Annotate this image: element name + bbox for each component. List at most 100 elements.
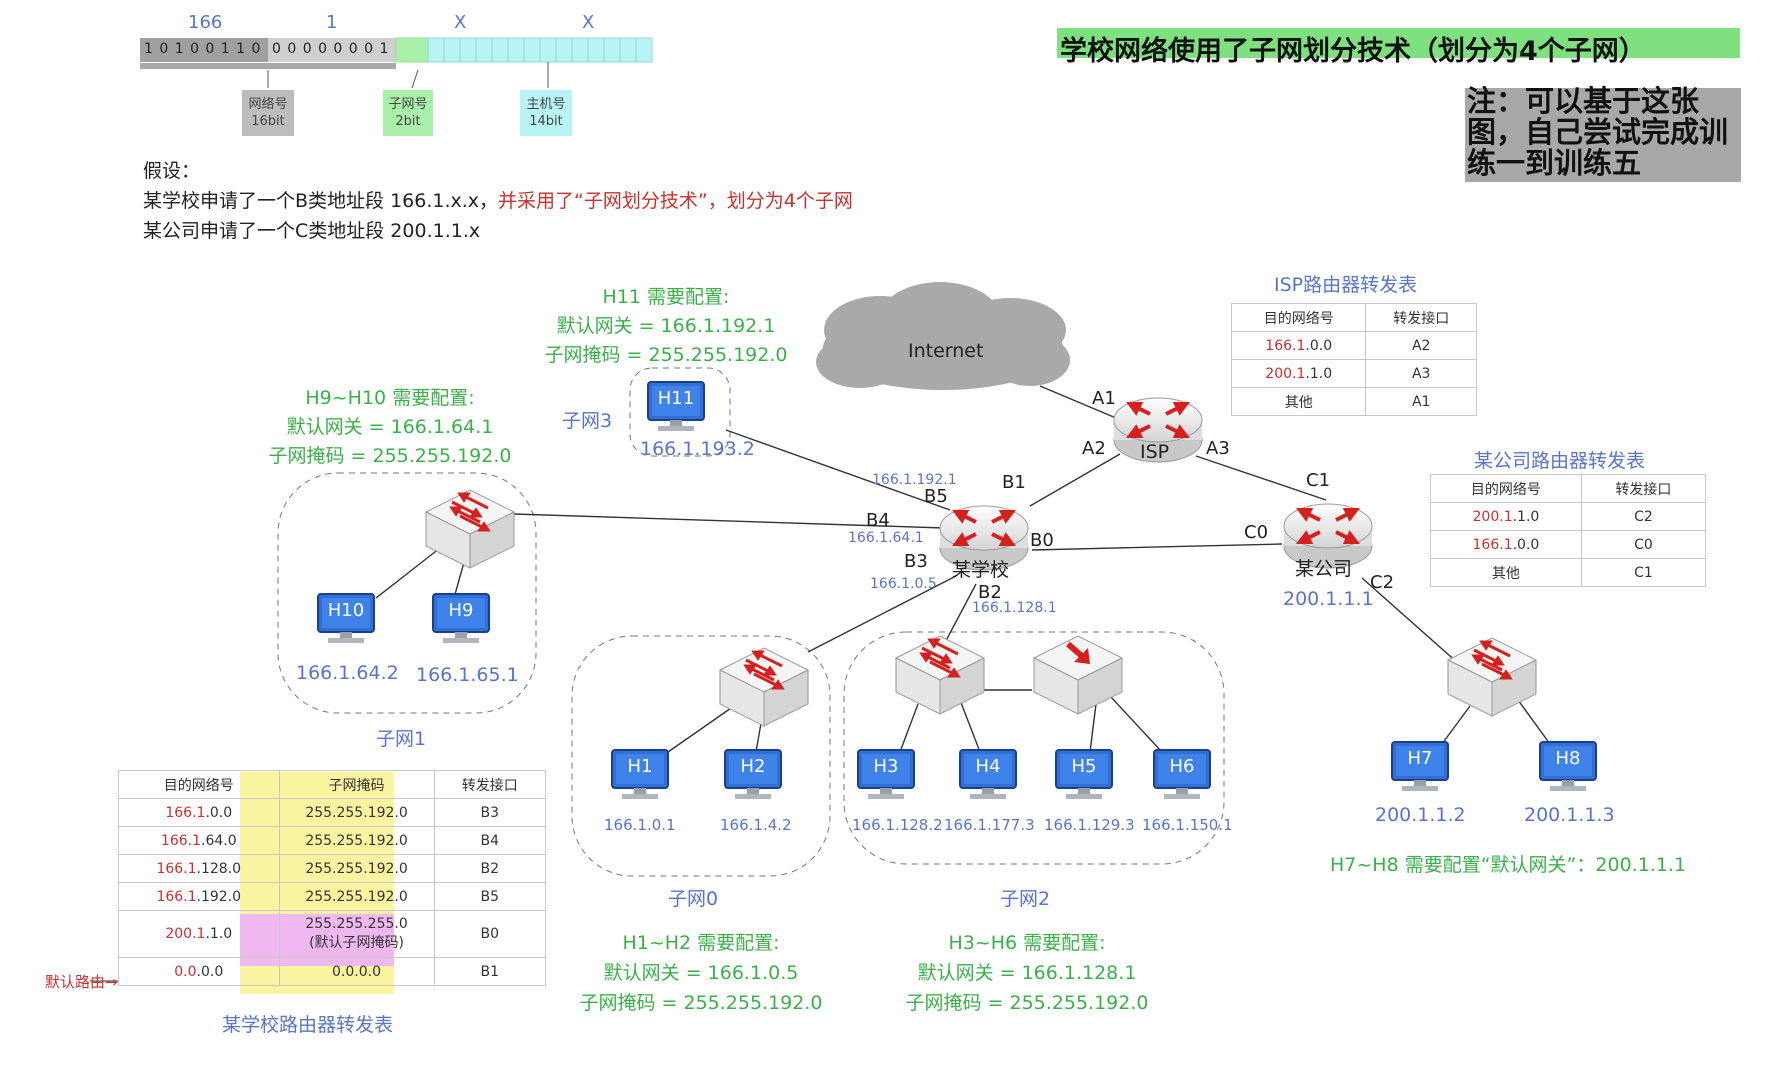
h1-config-gateway: 默认网关 = 166.1.0.5 <box>603 962 799 984</box>
net-suffix: .1.0 <box>205 926 233 942</box>
link-company-subnet <box>1361 577 1469 673</box>
host-ip-h3: 166.1.128.2 <box>852 816 943 834</box>
school-table-cell: 166.1.128.0 <box>118 854 280 883</box>
isp_table-cell: 200.1.1.0 <box>1230 359 1367 388</box>
isp_table-header-row: 目的网络号转发接口 <box>1230 303 1477 332</box>
host-bits-block <box>427 37 653 63</box>
table-row: 200.1.1.0 C2 <box>1430 502 1707 531</box>
note-text: 注：可以基于这张图，自己尝试完成训练一到训练五 <box>1467 84 1729 180</box>
h9-config-title: H9~H10 需要配置: <box>305 387 475 409</box>
net-suffix: .1.0 <box>1512 508 1540 525</box>
link-sw0-h1 <box>667 705 735 753</box>
link-sw2a-h3 <box>899 703 919 753</box>
host-bit-cell <box>523 37 541 63</box>
link-sw2a-h4 <box>959 699 981 753</box>
network-label: 网络号 <box>248 97 288 112</box>
link-sw2b-h6 <box>1109 695 1163 753</box>
host-name-h5: H5 <box>1071 756 1097 777</box>
company_table-cell: C0 <box>1580 530 1707 559</box>
h1-config-note: H1~H2 需要配置: 默认网关 = 166.1.0.5 子网掩码 = 255.… <box>560 928 842 1018</box>
h9-config-note: H9~H10 需要配置: 默认网关 = 166.1.64.1 子网掩码 = 25… <box>244 384 536 471</box>
net-prefix: 200.1 <box>1265 365 1306 382</box>
host-ip-h10: 166.1.64.2 <box>296 662 399 684</box>
port-b2: B2 <box>978 582 1002 603</box>
host-name-h8: H8 <box>1555 748 1581 769</box>
bits-label-166: 166 <box>188 12 223 33</box>
subnet0-label: 子网0 <box>668 888 719 910</box>
assumption-line2: 某公司申请了一个C类地址段 200.1.1.x <box>143 220 481 242</box>
port-a2: A2 <box>1082 438 1106 459</box>
isp_table-cell: 其他 <box>1230 387 1367 416</box>
host-name-h4: H4 <box>975 756 1001 777</box>
link-sw1-h10 <box>375 547 441 599</box>
school-table-cell: 255.255.192.0 <box>278 798 435 827</box>
company_table-cell: C2 <box>1580 502 1707 531</box>
school-table-header-row: 目的网络号子网掩码转发接口 <box>118 770 547 799</box>
assumption-heading: 假设： <box>143 160 201 182</box>
company-switch-icon <box>1446 636 1538 718</box>
host-bit-cell <box>571 37 589 63</box>
company_table-cell: 166.1.0.0 <box>1430 530 1582 559</box>
host-bit-cell <box>427 37 445 63</box>
school-router-label: 某学校 <box>952 559 1010 581</box>
school-table-cell: B2 <box>433 854 547 883</box>
network-bits-text-1: 1 0 1 0 0 1 1 0 <box>144 41 262 57</box>
host-ip-h4: 166.1.177.3 <box>944 816 1035 834</box>
isp_table-cell: A2 <box>1365 331 1477 360</box>
port-ip-b5: 166.1.192.1 <box>872 472 957 488</box>
link-subnet0-school <box>807 575 957 653</box>
net-prefix: 166.1 <box>156 860 197 877</box>
h1-config-title: H1~H2 需要配置: <box>622 932 780 954</box>
host-bit-cell <box>555 37 573 63</box>
school-table-cell: B3 <box>433 798 547 827</box>
school-table-cell: B5 <box>433 882 547 911</box>
link-swc-h8 <box>1517 699 1551 745</box>
subnet2-boundary <box>843 631 1225 865</box>
subnet-pointer <box>411 69 419 89</box>
school-table-cell: 166.1.192.0 <box>118 882 280 911</box>
isp_table-cell: A1 <box>1365 387 1477 416</box>
title-background <box>1057 28 1740 58</box>
host-bit-cell <box>491 37 509 63</box>
company_table-cell: 其他 <box>1430 558 1582 587</box>
link-sw2b-h5 <box>1089 703 1097 753</box>
port-ip-b4: 166.1.64.1 <box>848 530 924 546</box>
school-table-cell: B4 <box>433 826 547 855</box>
host-bit-cell <box>539 37 557 63</box>
school-table-cell: 166.1.0.0 <box>118 798 280 827</box>
host-name-h10: H10 <box>327 600 365 621</box>
company_table-header-cell: 转发接口 <box>1580 474 1707 503</box>
h3-config-gateway: 默认网关 = 166.1.128.1 <box>917 962 1137 984</box>
default-route-label: 默认路由→ <box>45 973 118 991</box>
bits-label-1: 1 <box>326 12 338 33</box>
school-table-header-cell: 转发接口 <box>433 770 547 799</box>
school-table-cell: 166.1.64.0 <box>118 826 280 855</box>
host-bit-cell <box>507 37 525 63</box>
h3-config-title: H3~H6 需要配置: <box>948 932 1106 954</box>
subnet1-switch-icon <box>424 488 516 570</box>
net-prefix: 200.1 <box>1472 508 1513 525</box>
subnet2-bridge-icon <box>1032 635 1124 715</box>
network-bits-text-2: 0 0 0 0 0 0 0 1 <box>272 41 390 57</box>
subnet3-label: 子网3 <box>562 410 613 432</box>
host-ip-h8: 200.1.1.3 <box>1524 804 1615 826</box>
link-internet-isp <box>1039 385 1117 419</box>
subnet0-switch-icon <box>718 646 810 728</box>
subnet2-label: 子网2 <box>1000 888 1051 910</box>
assumption-line1-a: 某学校申请了一个B类地址段 166.1.x.x， <box>143 190 499 212</box>
company_table-header-cell: 目的网络号 <box>1430 474 1582 503</box>
net-suffix: .0.0 <box>205 804 233 821</box>
port-a1: A1 <box>1092 388 1116 409</box>
school-table-title: 某学校路由器转发表 <box>222 1014 394 1036</box>
subnet-label-box <box>383 90 433 136</box>
net-suffix: .0.0 <box>196 963 224 980</box>
isp_table-header-cell: 转发接口 <box>1365 303 1477 332</box>
